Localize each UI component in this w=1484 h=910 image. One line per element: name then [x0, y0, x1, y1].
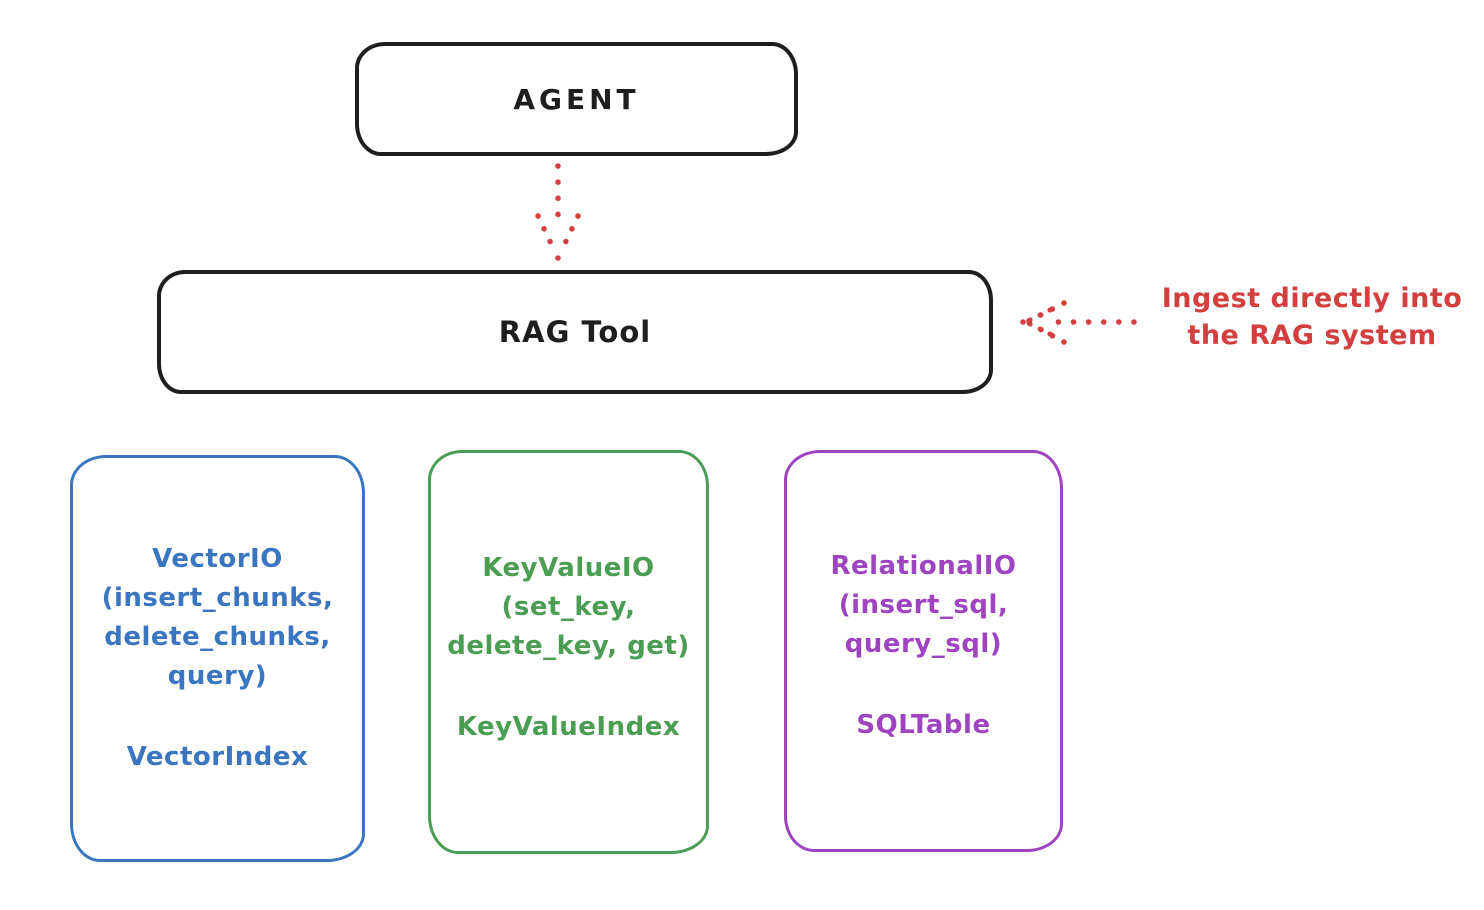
relationalio-node: RelationalIO (insert_sql, query_sql) SQL…	[784, 450, 1063, 852]
sqltable-label: SQLTable	[856, 710, 991, 740]
ingest-annotation-line: Ingest directly into	[1161, 283, 1463, 314]
backend-line: (set_key,	[501, 592, 636, 622]
backend-line: query_sql)	[844, 629, 1003, 659]
vectorindex-label: VectorIndex	[126, 742, 309, 772]
ingest-annotation-line: the RAG system	[1187, 320, 1437, 351]
backend-line: (insert_sql,	[838, 590, 1009, 620]
backend-line: query)	[167, 661, 268, 691]
backend-line: delete_chunks,	[104, 622, 331, 652]
arrow-left-icon	[1020, 300, 1137, 345]
keyvalueio-node: KeyValueIO (set_key, delete_key, get) Ke…	[428, 450, 709, 854]
backend-line: delete_key, get)	[447, 631, 690, 661]
vectorio-node: VectorIO (insert_chunks, delete_chunks, …	[70, 455, 365, 862]
backend-line: RelationalIO	[830, 551, 1017, 581]
rag-tool-label: RAG Tool	[498, 315, 652, 349]
keyvalueindex-label: KeyValueIndex	[456, 712, 681, 742]
agent-node: AGENT	[355, 42, 798, 156]
backend-line: KeyValueIO	[482, 553, 655, 583]
backend-line: (insert_chunks,	[101, 583, 334, 613]
backend-line: VectorIO	[152, 544, 283, 574]
arrow-down-icon	[535, 163, 581, 261]
ingest-annotation: Ingest directly into the RAG system	[1140, 280, 1484, 354]
rag-tool-node: RAG Tool	[157, 270, 993, 394]
agent-label: AGENT	[513, 82, 640, 116]
